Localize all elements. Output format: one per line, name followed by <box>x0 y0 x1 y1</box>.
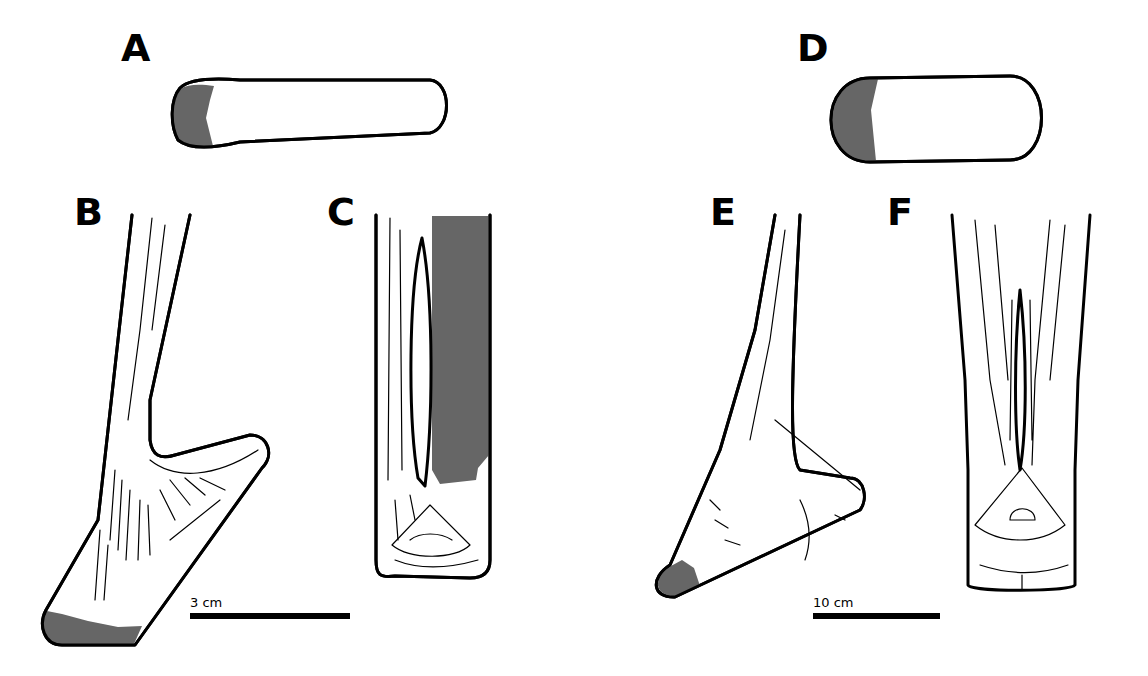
bone-lateral-outline <box>43 215 269 645</box>
panel-letter: C <box>327 193 355 231</box>
panel-letter: D <box>797 29 829 67</box>
bone-end-outline <box>172 79 446 147</box>
surface-line <box>128 218 152 420</box>
scale-bar <box>813 613 940 619</box>
bone-lateral-outline <box>656 215 864 597</box>
surface-line <box>152 225 165 330</box>
hatching <box>95 470 225 600</box>
bone-end-outline <box>831 76 1042 162</box>
bone-end-outline <box>831 76 1042 162</box>
broken-surface <box>173 85 214 148</box>
surface-line <box>975 220 1065 465</box>
condyle-outline <box>975 468 1068 590</box>
surface-line <box>750 230 860 560</box>
foramen-slot <box>1016 290 1026 470</box>
bone-posterior-outline <box>376 215 490 578</box>
scale-label: 10 cm <box>813 596 854 609</box>
bone-lateral-outline <box>656 215 864 597</box>
foramen-slot <box>411 238 431 486</box>
bone-posterior-outline <box>952 215 1090 590</box>
broken-surface <box>432 216 489 484</box>
panel-letter: A <box>121 29 150 67</box>
broken-surface <box>43 611 142 644</box>
bone-end-outline <box>172 79 446 147</box>
hatching <box>710 500 845 545</box>
panel-letter: B <box>74 193 103 231</box>
scale-label: 3 cm <box>190 596 222 609</box>
panel-letter: E <box>710 193 736 231</box>
bone-lateral-outline <box>43 215 269 645</box>
panel-letter: F <box>887 193 913 231</box>
surface-line <box>388 218 415 540</box>
condyle-outline <box>392 505 478 567</box>
surface-line <box>150 450 258 473</box>
scale-bar <box>190 613 350 619</box>
broken-surface <box>658 560 700 596</box>
bone-posterior-outline <box>376 215 490 578</box>
